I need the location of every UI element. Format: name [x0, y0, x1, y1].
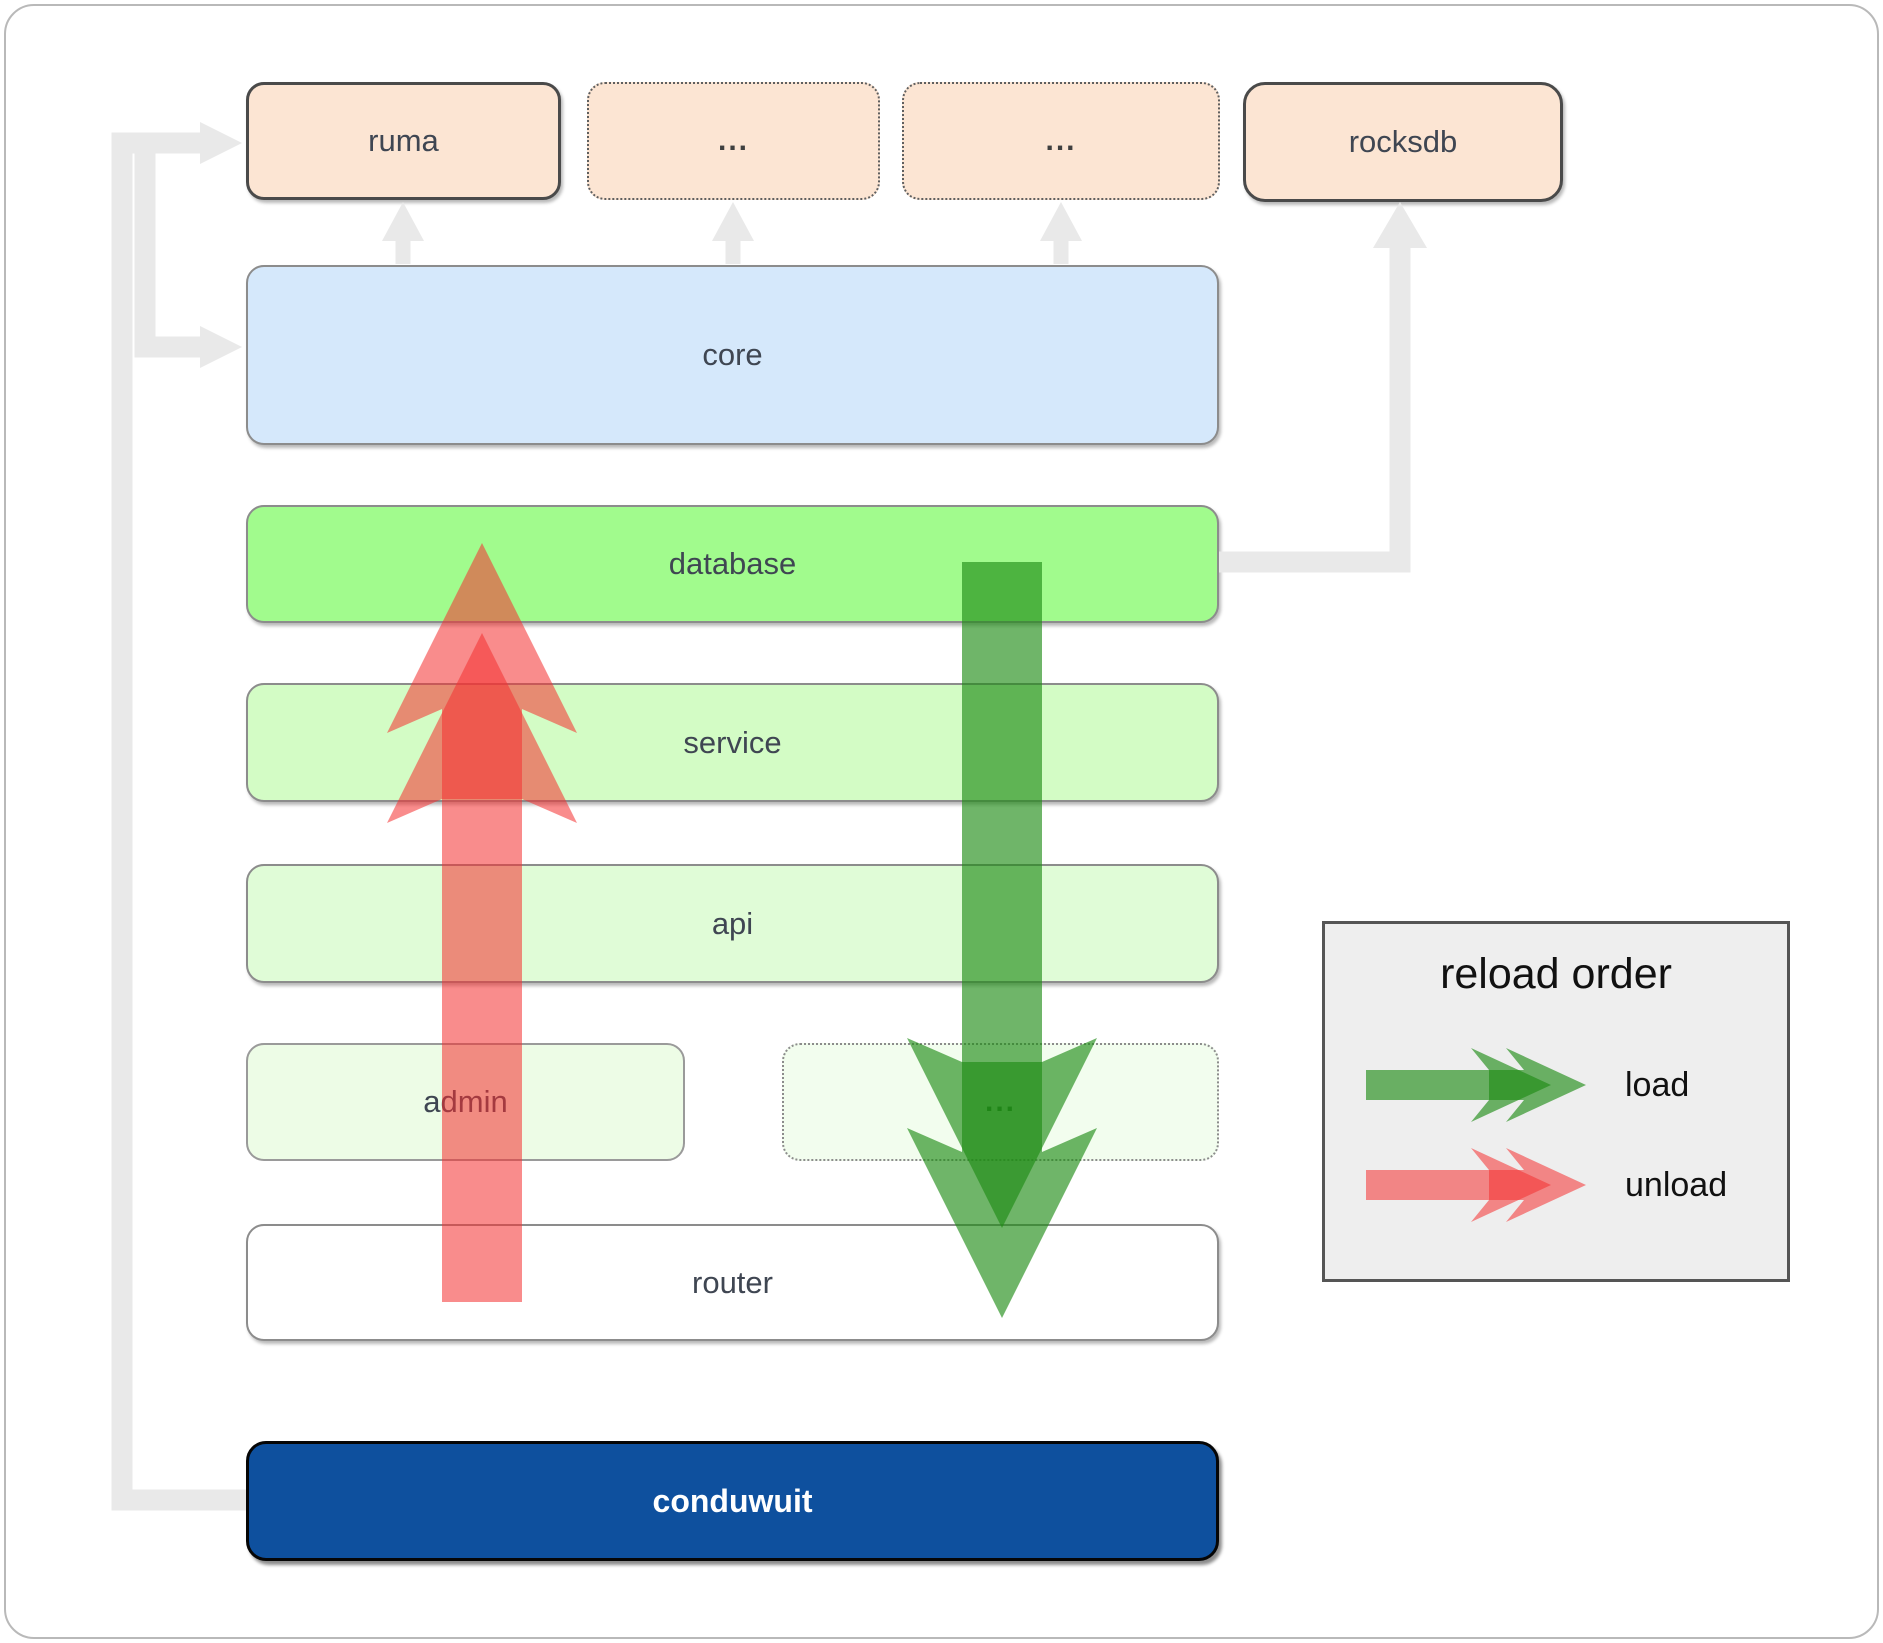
connector-conduwuit-core: [134, 150, 202, 358]
legend-load-arrowhead-echo-icon: [1471, 1048, 1551, 1122]
connector-conduwuit-ruma: [111, 132, 246, 1511]
arrowhead-into-core-icon: [200, 326, 242, 368]
node-router-label: router: [692, 1264, 773, 1300]
arrowhead-into-rocksdb-icon: [1373, 202, 1427, 248]
legend-unload-arrow-icon: [1366, 1148, 1586, 1222]
arrowhead-into-ruma-icon: [200, 122, 242, 164]
legend-item-load: load: [1625, 1065, 1690, 1104]
node-admin: admin: [246, 1043, 685, 1161]
node-service: service: [246, 683, 1219, 802]
node-ellipsis-top-1-label: ...: [717, 124, 749, 157]
node-rocksdb-label: rocksdb: [1348, 124, 1458, 159]
node-ruma: ruma: [246, 82, 561, 200]
arrowhead-core-ruma-icon: [382, 202, 424, 241]
node-admin-label: admin: [423, 1084, 508, 1119]
node-database-label: database: [668, 546, 797, 581]
legend-item-unload: unload: [1625, 1165, 1728, 1204]
arrowhead-core-ellipsis1-icon: [712, 202, 754, 241]
node-ellipsis-top-2: ...: [902, 82, 1220, 200]
node-api-label: api: [711, 905, 754, 941]
node-ruma-label: ruma: [368, 123, 439, 158]
node-api: api: [246, 864, 1219, 983]
page-frame: [4, 4, 1879, 1639]
node-ellipsis-top-1: ...: [587, 82, 880, 200]
node-ellipsis-admin-row: ...: [782, 1043, 1219, 1161]
node-database: database: [246, 505, 1219, 623]
connector-database-rocksdb: [1219, 244, 1411, 573]
node-conduwuit-label: conduwuit: [652, 1482, 813, 1519]
legend-load-arrow-icon: [1366, 1048, 1586, 1122]
legend-unload-arrowhead-echo-icon: [1471, 1148, 1551, 1222]
legend: reload order load unload: [1322, 921, 1790, 1282]
node-conduwuit: conduwuit: [246, 1441, 1219, 1561]
arrowhead-core-ellipsis2-icon: [1040, 202, 1082, 241]
legend-title: reload order: [1440, 950, 1672, 998]
node-core: core: [246, 265, 1219, 445]
legend-arrows-layer: [1366, 1048, 1586, 1222]
node-router: router: [246, 1224, 1219, 1341]
node-ellipsis-admin-row-label: ...: [984, 1085, 1016, 1118]
node-rocksdb: rocksdb: [1243, 82, 1563, 202]
node-service-label: service: [683, 724, 782, 760]
node-ellipsis-top-2-label: ...: [1045, 124, 1077, 157]
node-core-label: core: [702, 337, 763, 372]
